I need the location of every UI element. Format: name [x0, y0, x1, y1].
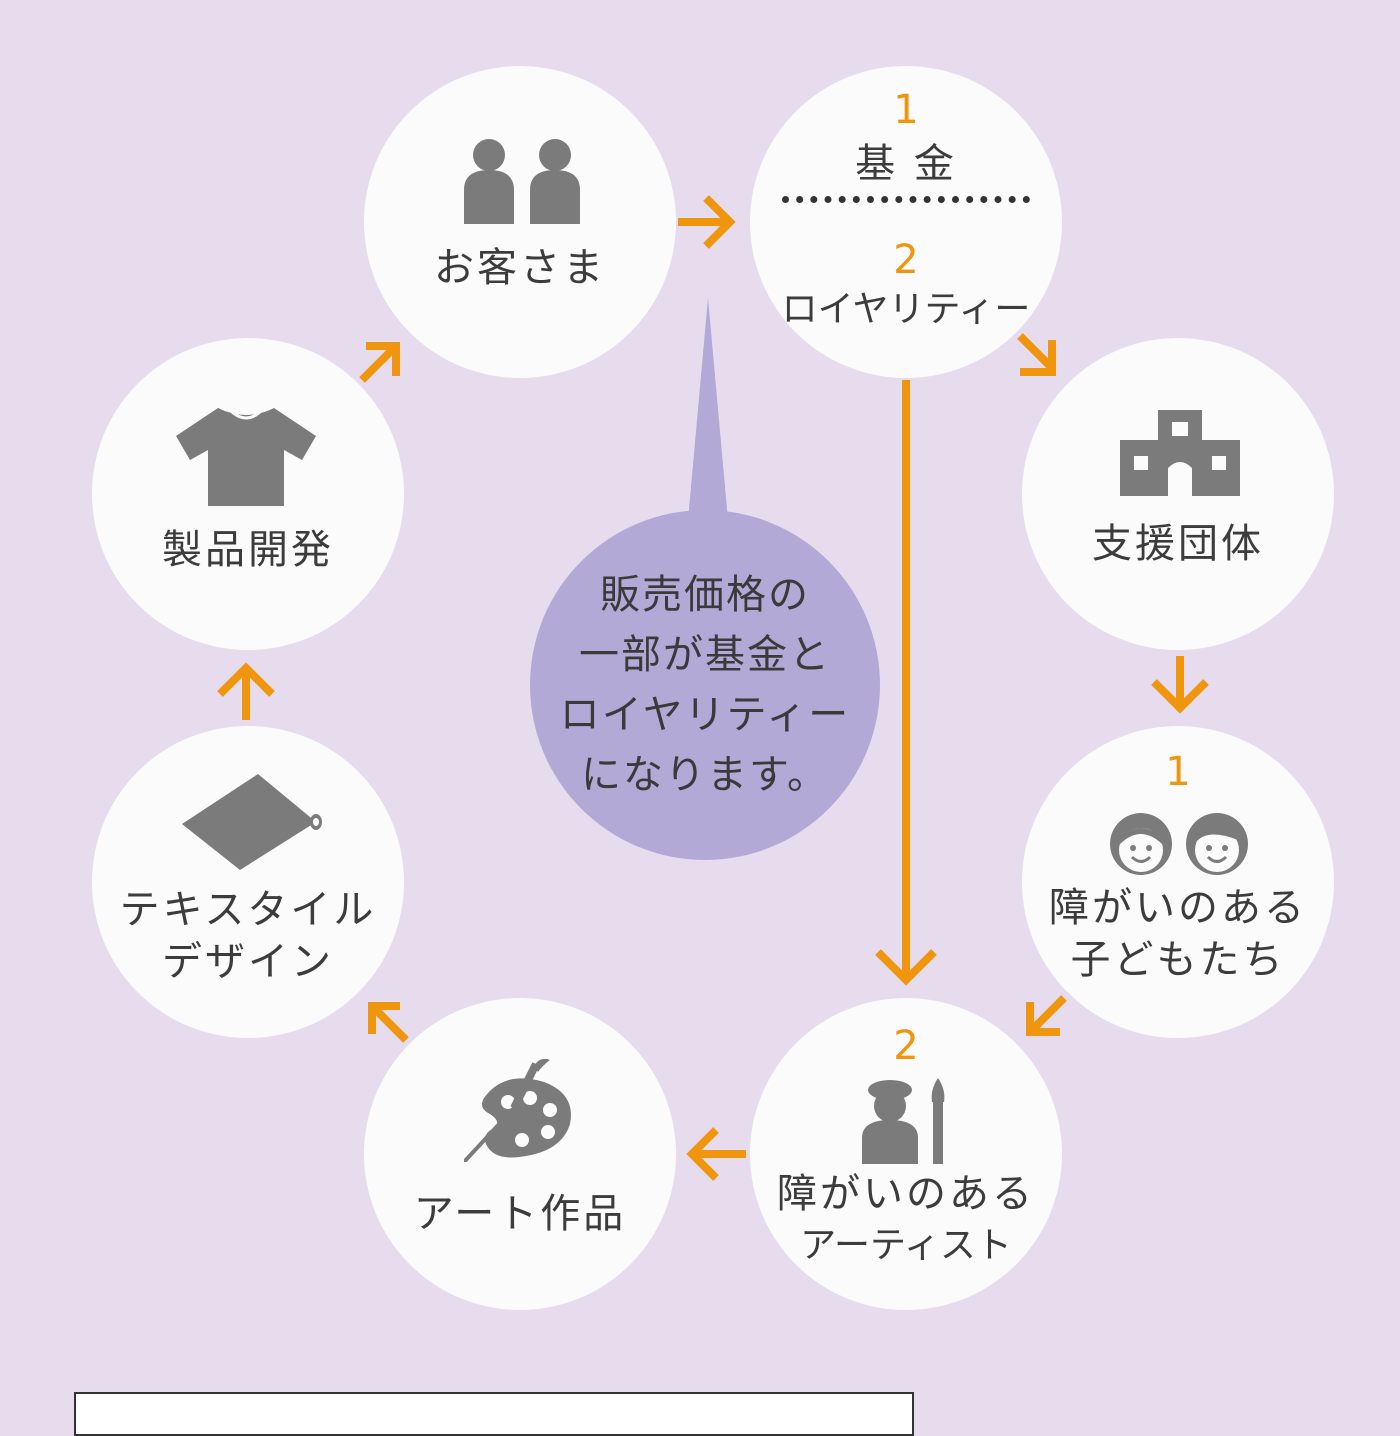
artists-number: 2: [893, 1023, 919, 1069]
node-children: 1 障がいのある 子どもたち: [1022, 726, 1334, 1038]
node-textile-design: テキスタイル デザイン: [92, 726, 404, 1038]
textile-label-line1: テキスタイル: [119, 887, 377, 933]
children-faces-icon: [1110, 813, 1248, 875]
bubble-pointer: [688, 298, 728, 520]
support-label: 支援団体: [1092, 521, 1264, 567]
royalty-label: ロイヤリティー: [781, 289, 1031, 330]
bubble-text: 販売価格の 一部が基金と ロイヤリティー になります。: [530, 565, 880, 805]
node-product-development: 製品開発: [92, 338, 404, 650]
artists-label-line1: 障がいのある: [777, 1171, 1035, 1217]
bottom-box: [74, 1392, 914, 1436]
node-artists: 2 障がいのある アーティスト: [750, 998, 1062, 1310]
bubble-line: 一部が基金と: [579, 632, 831, 678]
node-artwork: アート作品: [364, 998, 676, 1310]
arrow-customers-to-fund: [678, 195, 736, 249]
artists-label-line2: アーティスト: [800, 1225, 1012, 1266]
children-label-line2: 子どもたち: [1070, 937, 1286, 983]
arrow-artists-to-artwork: [686, 1127, 746, 1181]
people-icon: [464, 139, 580, 224]
royalty-number: 2: [893, 237, 919, 283]
node-customers: お客さま: [364, 66, 676, 378]
node-support-organization: 支援団体: [1022, 338, 1334, 650]
arrow-textile-to-product: [217, 662, 275, 720]
artist-icon: [862, 1078, 945, 1164]
bubble-line: 販売価格の: [600, 572, 810, 618]
fund-number: 1: [893, 87, 919, 133]
dotted-divider: [782, 196, 1030, 203]
palette-icon: [464, 1058, 571, 1162]
product-label: 製品開発: [162, 527, 334, 573]
tshirt-icon: [176, 408, 316, 506]
children-number: 1: [1165, 749, 1191, 795]
arrow-support-to-children: [1151, 656, 1209, 714]
arrow-fund-to-support: [1017, 333, 1056, 376]
arrow-children-to-artists: [1026, 995, 1067, 1036]
arrow-artwork-to-textile: [368, 1002, 409, 1043]
info-bubble: 販売価格の 一部が基金と ロイヤリティー になります。: [530, 510, 880, 860]
fabric-roll-icon: [182, 774, 322, 870]
children-label-line1: 障がいのある: [1049, 885, 1307, 931]
arrow-fund-to-artists: [875, 380, 937, 986]
fund-label: 基 金: [855, 141, 957, 187]
bubble-line: ロイヤリティー: [559, 692, 851, 738]
textile-label-line2: デザイン: [162, 939, 334, 985]
node-fund-royalty: 1 基 金 2 ロイヤリティー: [750, 66, 1062, 378]
flow-arrows: [217, 195, 1209, 1181]
customers-label: お客さま: [434, 245, 606, 291]
bubble-line: になります。: [581, 752, 829, 798]
building-icon: [1120, 410, 1240, 496]
artwork-label: アート作品: [413, 1191, 627, 1237]
arrow-product-to-customers: [359, 342, 400, 383]
